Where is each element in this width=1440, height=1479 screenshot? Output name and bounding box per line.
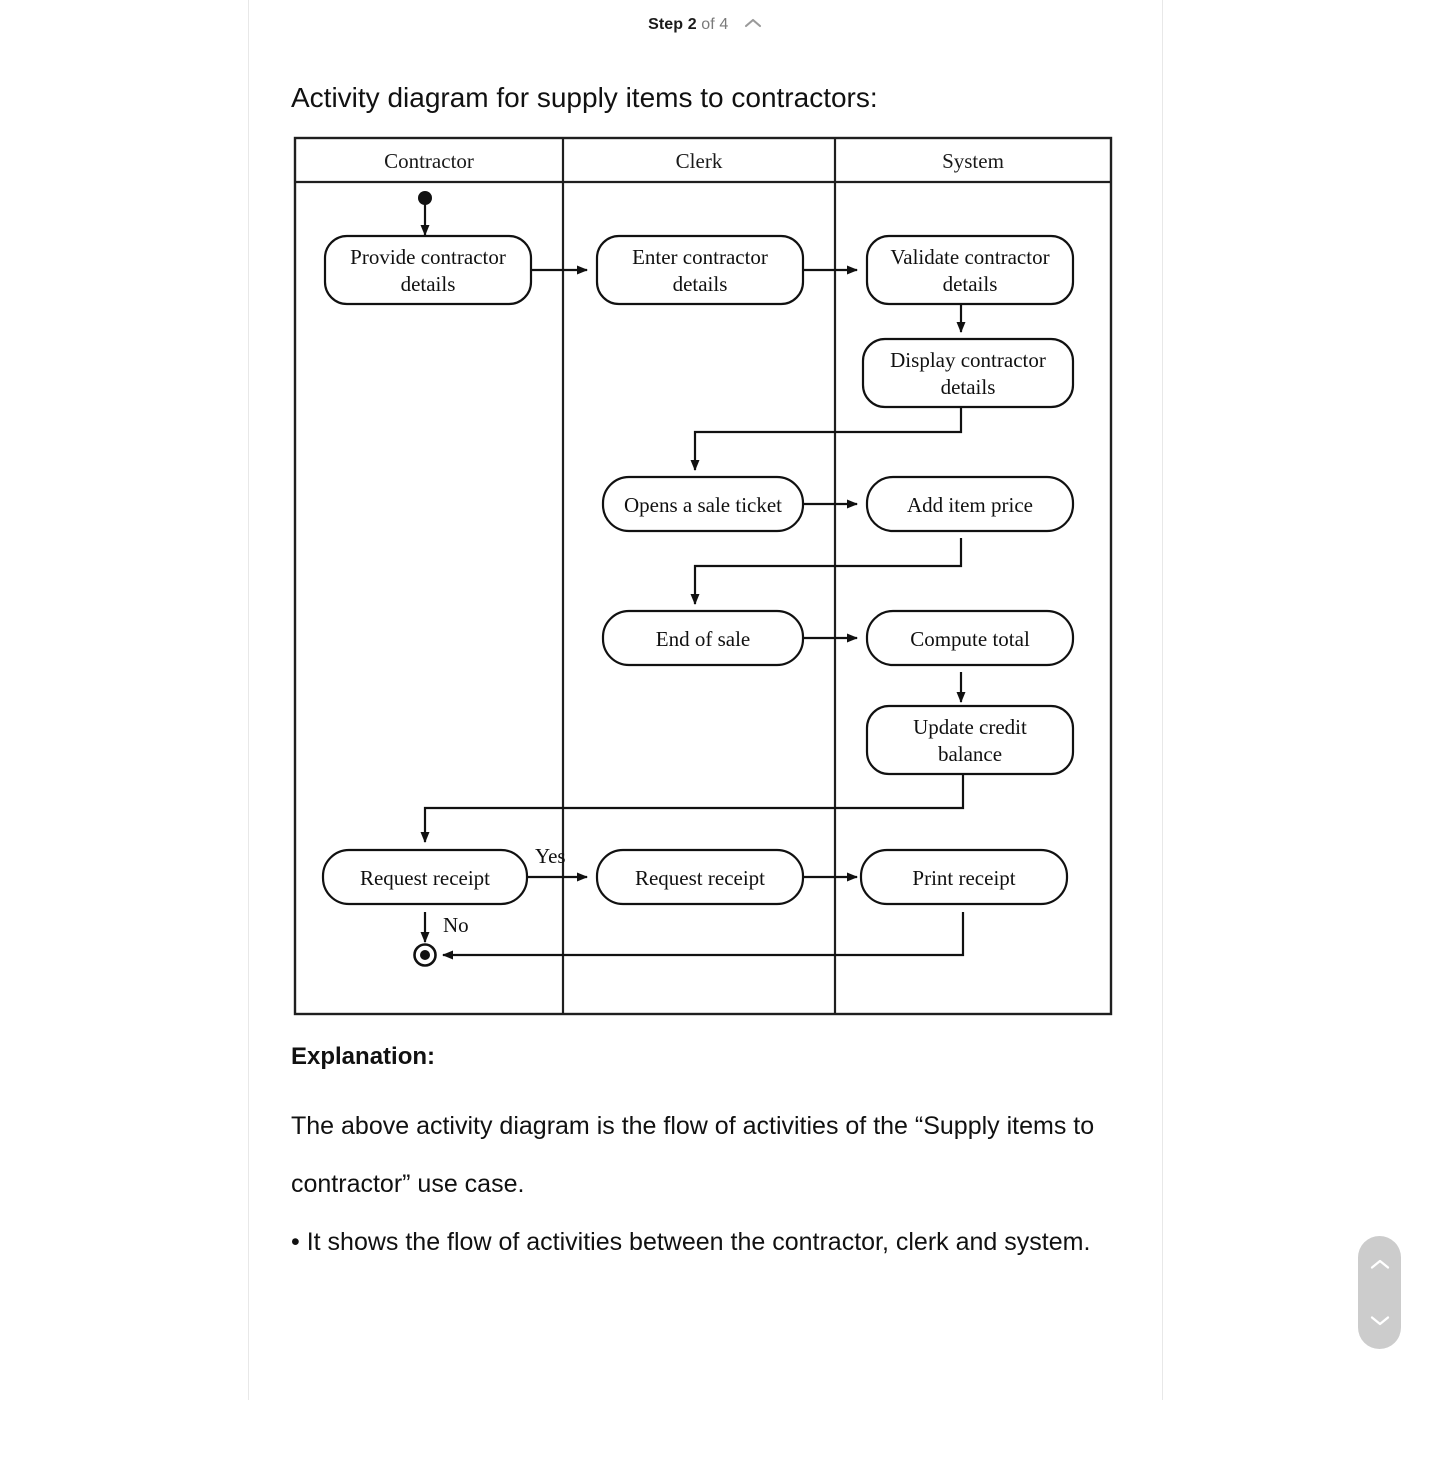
swimlane-frame <box>293 136 1113 1016</box>
initial-node <box>418 191 432 205</box>
node-label-line-2: details <box>941 375 996 399</box>
node-label-line-2: details <box>673 272 728 296</box>
node-label-line-2: balance <box>938 742 1002 766</box>
guard-label-yes: Yes <box>535 844 566 868</box>
node-label-line-2: details <box>401 272 456 296</box>
chevron-down-icon[interactable] <box>1369 1314 1391 1327</box>
activity-node-enter-contractor-details[interactable]: Enter contractor details <box>595 234 805 306</box>
page-title: Activity diagram for supply items to con… <box>291 82 878 113</box>
step-indicator: Step 2 of 4 <box>248 14 1163 36</box>
node-label: Print receipt <box>912 866 1015 890</box>
activity-node-provide-contractor-details[interactable]: Provide contractor details <box>323 234 533 306</box>
step-total: of 4 <box>701 16 729 33</box>
node-label-line-1: Provide contractor <box>350 245 506 269</box>
activity-node-request-receipt-contractor[interactable]: Request receipt <box>321 848 529 906</box>
node-label-line-1: Enter contractor <box>632 245 768 269</box>
scroll-nav[interactable] <box>1358 1236 1401 1349</box>
explanation-heading: Explanation: <box>291 1043 436 1070</box>
node-label-line-1: Update credit <box>913 715 1027 739</box>
guard-label-no: No <box>443 913 469 937</box>
final-node <box>413 943 437 967</box>
activity-node-display-contractor-details[interactable]: Display contractor details <box>861 337 1075 409</box>
lane-header-contractor: Contractor <box>384 149 474 173</box>
node-label-line-1: Display contractor <box>890 348 1046 372</box>
node-label-line-1: Validate contractor <box>890 245 1049 269</box>
flow-edges <box>420 204 966 960</box>
explanation-paragraph-1: The above activity diagram is the flow o… <box>291 1112 1095 1198</box>
node-label: Request receipt <box>635 866 765 890</box>
activity-node-opens-a-sale-ticket[interactable]: Opens a sale ticket <box>601 475 805 533</box>
node-label: Compute total <box>910 627 1030 651</box>
activity-node-validate-contractor-details[interactable]: Validate contractor details <box>865 234 1075 306</box>
explanation-body: The above activity diagram is the flow o… <box>291 1097 1136 1271</box>
activity-node-end-of-sale[interactable]: End of sale <box>601 609 805 667</box>
node-label: Request receipt <box>360 866 490 890</box>
node-label: Add item price <box>907 493 1033 517</box>
step-number: Step 2 <box>648 16 697 33</box>
node-label: Opens a sale ticket <box>624 493 782 517</box>
activity-node-print-receipt[interactable]: Print receipt <box>859 848 1069 906</box>
lane-header-system: System <box>942 149 1004 173</box>
activity-node-update-credit-balance[interactable]: Update credit balance <box>865 704 1075 776</box>
activity-node-add-item-price[interactable]: Add item price <box>865 475 1075 533</box>
chevron-up-icon[interactable] <box>743 16 763 30</box>
content-column <box>248 0 1163 1400</box>
activity-node-request-receipt-clerk[interactable]: Request receipt <box>595 848 805 906</box>
chevron-up-icon[interactable] <box>1369 1258 1391 1271</box>
node-label-line-2: details <box>943 272 998 296</box>
explanation-paragraph-2: • It shows the flow of activities betwee… <box>291 1228 1091 1256</box>
node-label: End of sale <box>656 627 750 651</box>
activity-node-compute-total[interactable]: Compute total <box>865 609 1075 667</box>
lane-header-clerk: Clerk <box>676 149 723 173</box>
activity-diagram: Contractor Clerk System <box>291 132 1115 1020</box>
